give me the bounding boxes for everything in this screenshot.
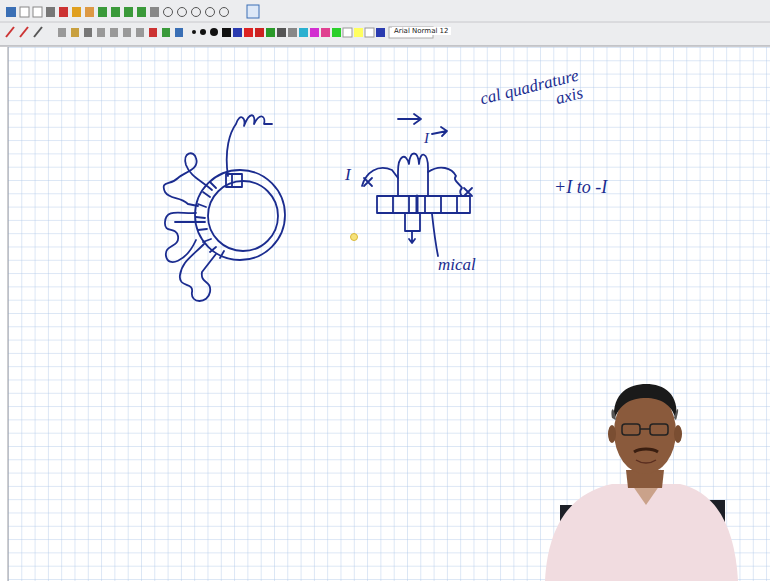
commutator-sketch	[164, 115, 285, 301]
current-label: I	[424, 131, 429, 147]
axis-note: cal quadrature axis	[450, 67, 585, 133]
mica-label: mical	[438, 256, 476, 274]
font-selector: Arial Normal 12	[392, 27, 451, 35]
brush-sketch	[362, 114, 472, 256]
toolbar	[0, 0, 770, 46]
toolbar-icons	[6, 5, 433, 38]
lecturer-figure	[545, 384, 738, 581]
pointer-dot	[351, 234, 358, 241]
current-reversal-note: +I to -I	[554, 178, 607, 197]
grid-paper	[8, 47, 770, 581]
current-label: I	[345, 166, 351, 184]
